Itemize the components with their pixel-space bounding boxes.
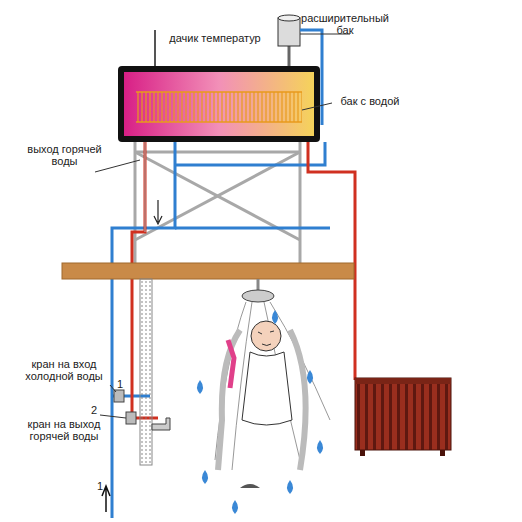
- leader-lines: [95, 34, 350, 418]
- shower-mixer: [152, 418, 170, 430]
- water-streams: [215, 302, 330, 470]
- heating-coil: [136, 121, 302, 123]
- leader-line: [100, 415, 126, 418]
- callout-number: 2: [88, 404, 100, 416]
- callout-label: дачик температур: [160, 32, 270, 44]
- tank-shell: [118, 66, 320, 142]
- wall-strip: [140, 279, 152, 465]
- callout-label: кран на выход горячей воды: [14, 418, 114, 442]
- radiator-foot: [440, 450, 445, 456]
- tank-top: [278, 15, 300, 21]
- water-drops: [197, 310, 323, 514]
- shower-pipe: [257, 279, 260, 290]
- flow-arrow: [102, 486, 110, 512]
- heating-coil: [136, 92, 302, 122]
- pipes: [112, 142, 355, 518]
- hair: [218, 330, 306, 470]
- cold-pipe: [175, 142, 325, 165]
- radiator-foot: [360, 450, 365, 456]
- callout-label: расширительный бак: [300, 12, 390, 36]
- tap-valve: [126, 412, 136, 424]
- callout-number: 1: [94, 480, 106, 492]
- radiator: [355, 378, 451, 456]
- taps: [114, 390, 170, 430]
- radiator-body: [355, 378, 451, 450]
- cold-pipe: [112, 142, 175, 518]
- stand-frame: [135, 140, 300, 265]
- cold-pipe: [175, 227, 330, 230]
- ceiling-slab: [62, 263, 354, 279]
- shower-head: [242, 290, 274, 302]
- stand-leg: [134, 140, 137, 265]
- temperature-sensor: [154, 30, 156, 70]
- callout-number: 1: [114, 378, 126, 390]
- leader-line: [95, 160, 140, 172]
- leader-line: [110, 385, 116, 392]
- person-body: [242, 352, 292, 425]
- pipe-edge: [145, 142, 146, 232]
- callout-label: кран на вход холодной воды: [14, 358, 114, 382]
- face: [258, 331, 274, 346]
- brush: [228, 340, 234, 388]
- callout-label: выход горячей воды: [22, 143, 107, 167]
- leader-line: [302, 103, 332, 110]
- tank-body: [278, 18, 300, 46]
- stand-leg: [299, 140, 302, 265]
- tank-water: [124, 72, 314, 136]
- stand-brace: [135, 151, 300, 154]
- person-head: [251, 321, 281, 351]
- radiator-top: [355, 378, 451, 384]
- callout-label: бак с водой: [330, 95, 410, 107]
- heating-coil: [136, 91, 302, 93]
- hot-pipe: [308, 142, 355, 380]
- shower-scene: [197, 279, 330, 514]
- water-tank: [118, 66, 320, 142]
- foot: [240, 484, 260, 488]
- flow-arrow: [154, 200, 162, 224]
